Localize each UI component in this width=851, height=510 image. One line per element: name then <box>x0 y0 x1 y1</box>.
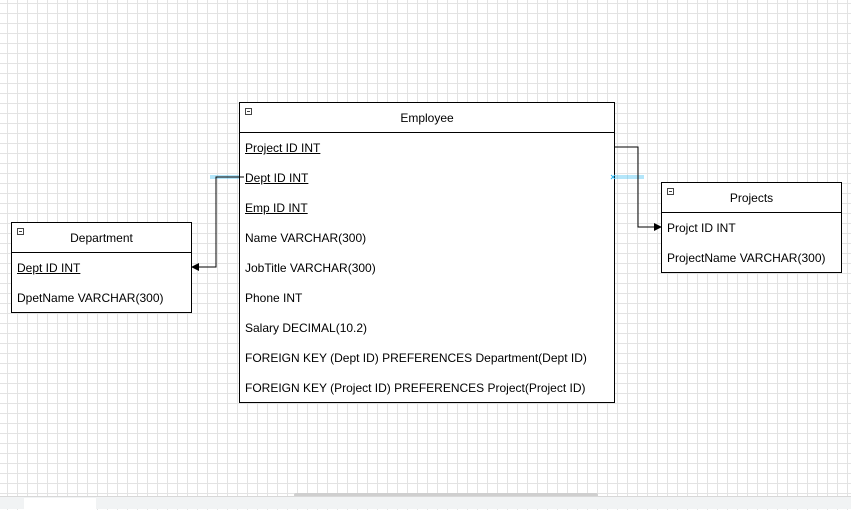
department-table-title: Department <box>70 230 133 245</box>
employee-table-title: Employee <box>400 110 454 125</box>
employee-field-jobtitle[interactable]: JobTitle VARCHAR(300) <box>245 261 376 275</box>
collapse-icon[interactable] <box>17 228 24 235</box>
edge-employee-to-projects[interactable] <box>615 146 662 231</box>
projects-table[interactable]: Projects Projct ID INT ProjectName VARCH… <box>661 182 842 273</box>
department-table[interactable]: Department Dept ID INT DpetName VARCHAR(… <box>11 222 192 313</box>
projects-field-projct-id[interactable]: Projct ID INT <box>667 221 736 235</box>
department-field-dpetname[interactable]: DpetName VARCHAR(300) <box>17 291 164 305</box>
collapse-icon[interactable] <box>245 108 252 115</box>
page-tab[interactable] <box>24 498 96 510</box>
employee-field-name[interactable]: Name VARCHAR(300) <box>245 231 367 245</box>
page-tab-bar <box>0 496 851 510</box>
employee-table[interactable]: Employee Project ID INT Dept ID INT Emp … <box>239 102 615 403</box>
employee-field-fk-dept[interactable]: FOREIGN KEY (Dept ID) PREFERENCES Depart… <box>245 351 587 365</box>
department-table-header[interactable]: Department <box>12 223 191 253</box>
employee-field-dept-id[interactable]: Dept ID INT <box>245 171 309 185</box>
employee-field-emp-id[interactable]: Emp ID INT <box>245 201 308 215</box>
employee-field-project-id[interactable]: Project ID INT <box>245 141 321 155</box>
department-field-dept-id[interactable]: Dept ID INT <box>17 261 81 275</box>
employee-field-salary[interactable]: Salary DECIMAL(10.2) <box>245 321 368 335</box>
horizontal-scrollbar[interactable] <box>294 493 598 497</box>
edge-employee-to-department[interactable] <box>191 176 244 271</box>
projects-field-projectname[interactable]: ProjectName VARCHAR(300) <box>667 251 826 265</box>
collapse-icon[interactable] <box>667 188 674 195</box>
projects-table-title: Projects <box>729 190 774 205</box>
employee-field-fk-project[interactable]: FOREIGN KEY (Project ID) PREFERENCES Pro… <box>245 381 586 395</box>
employee-field-phone[interactable]: Phone INT <box>245 291 303 305</box>
employee-table-header[interactable]: Employee <box>240 103 614 133</box>
projects-table-header[interactable]: Projects <box>662 183 841 213</box>
